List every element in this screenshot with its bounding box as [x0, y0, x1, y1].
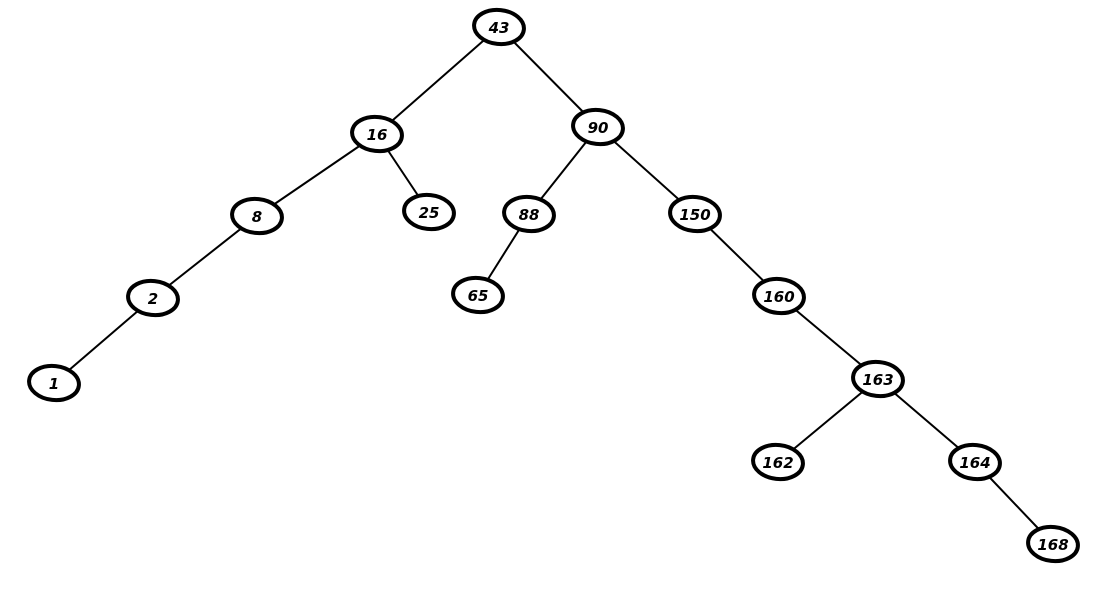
node-label: 162 [762, 454, 793, 472]
tree-node-1: 1 [27, 363, 81, 403]
tree-node-160: 160 [752, 276, 806, 316]
node-ellipse [668, 194, 722, 234]
edge-16-8 [256, 133, 378, 217]
tree-node-2: 2 [126, 278, 180, 318]
tree-edges [53, 26, 1054, 545]
node-label: 168 [1037, 536, 1068, 554]
node-label: 8 [252, 208, 262, 226]
node-ellipse [350, 114, 404, 154]
tree-node-168: 168 [1026, 524, 1080, 564]
node-label: 164 [959, 454, 990, 472]
tree-node-8: 8 [230, 196, 284, 236]
node-label: 150 [679, 206, 710, 224]
node-ellipse [502, 194, 556, 234]
node-ellipse [27, 363, 81, 403]
node-ellipse [126, 278, 180, 318]
tree-node-150: 150 [668, 194, 722, 234]
node-label: 1 [49, 375, 59, 393]
node-label: 2 [148, 290, 158, 308]
edge-43-90 [498, 26, 599, 128]
node-label: 16 [367, 126, 388, 144]
node-ellipse [571, 107, 625, 147]
node-ellipse [751, 442, 805, 482]
node-ellipse [451, 275, 505, 315]
node-ellipse [472, 7, 526, 47]
tree-node-16: 16 [350, 114, 404, 154]
node-label: 90 [588, 119, 609, 137]
node-ellipse [851, 359, 905, 399]
node-ellipse [230, 196, 284, 236]
tree-node-88: 88 [502, 194, 556, 234]
tree-node-90: 90 [571, 107, 625, 147]
node-ellipse [402, 192, 456, 232]
node-label: 163 [862, 371, 893, 389]
node-label: 25 [419, 204, 440, 222]
tree-nodes: 43 16 90 8 25 88 150 2 65 160 1 163 162 164 168 [27, 7, 1080, 564]
tree-node-25: 25 [402, 192, 456, 232]
tree-node-65: 65 [451, 275, 505, 315]
edge-43-16 [376, 26, 500, 135]
node-label: 88 [519, 206, 540, 224]
node-ellipse [1026, 524, 1080, 564]
node-label: 43 [488, 19, 510, 37]
tree-node-163: 163 [851, 359, 905, 399]
tree-node-162: 162 [751, 442, 805, 482]
node-label: 160 [763, 288, 794, 306]
tree-node-164: 164 [948, 442, 1002, 482]
node-label: 65 [468, 287, 489, 305]
node-ellipse [948, 442, 1002, 482]
node-ellipse [752, 276, 806, 316]
tree-node-43: 43 [472, 7, 526, 47]
